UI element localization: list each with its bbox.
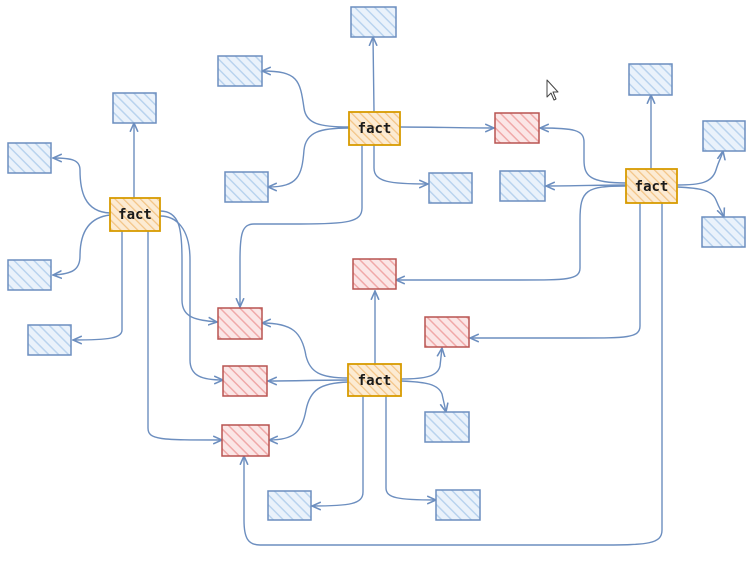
red-left-2[interactable] <box>222 365 268 397</box>
dim-bottom-right[interactable] <box>424 411 470 443</box>
fact-label: fact <box>358 373 392 389</box>
edge-factleft-dim-left-upper <box>53 158 111 214</box>
edge-factleft-red-left-1 <box>159 210 217 322</box>
dim-top-left-down[interactable] <box>224 171 269 203</box>
red-bottom-right[interactable] <box>424 316 470 348</box>
edge-factbottom-red-left-3 <box>269 381 349 440</box>
edge-factbottom-red-left-1 <box>262 323 349 379</box>
dim-right-left[interactable] <box>499 170 546 202</box>
fact-node-top[interactable]: fact <box>348 111 401 146</box>
mouse-pointer-icon <box>546 79 559 101</box>
dim-top-right-down[interactable] <box>428 172 473 204</box>
edge-factright-red-top <box>540 128 627 184</box>
red-mid[interactable] <box>352 258 397 290</box>
edge-facttop-dim-top-left-down <box>268 127 350 187</box>
edge-facttop-dim-top-right-down <box>373 144 428 184</box>
fact-label: fact <box>118 207 152 223</box>
edge-factbottom-dim-bottom-right <box>400 380 446 412</box>
fact-label: fact <box>358 121 392 137</box>
edge-factbottom-dim-bottom-down-right <box>385 395 436 500</box>
edge-factright-dim-right-side-down <box>676 186 724 217</box>
dim-left-mid[interactable] <box>7 259 52 291</box>
edge-facttop-dim-top-left-up <box>262 71 350 128</box>
dim-bottom-down-right[interactable] <box>435 489 481 521</box>
dim-left-upper[interactable] <box>7 142 52 174</box>
red-left-1[interactable] <box>217 307 263 340</box>
edge-factright-red-left-3 <box>244 202 663 546</box>
edge-facttop-dim-top-up <box>373 37 374 112</box>
edge-factright-red-mid <box>396 185 627 280</box>
fact-label: fact <box>635 179 669 195</box>
red-left-3[interactable] <box>221 424 270 457</box>
edge-factright-dim-right-side-up <box>676 151 723 186</box>
dim-left-top[interactable] <box>112 92 157 124</box>
dim-right-up[interactable] <box>628 63 673 96</box>
edge-facttop-red-left-1 <box>240 144 363 307</box>
edge-factbottom-red-left-2 <box>268 380 349 381</box>
edge-factleft-dim-left-lower <box>73 229 123 340</box>
dim-bottom-down-left[interactable] <box>267 490 312 521</box>
edge-factbottom-red-bottom-right <box>400 348 442 380</box>
dim-top-up[interactable] <box>350 6 397 38</box>
edge-facttop-red-top <box>399 127 494 128</box>
edge-factleft-dim-left-mid <box>53 214 111 275</box>
fact-node-left[interactable]: fact <box>109 197 161 232</box>
dim-right-side-down[interactable] <box>701 216 746 248</box>
red-top[interactable] <box>494 112 540 144</box>
dim-top-left-up[interactable] <box>217 55 263 87</box>
edge-factright-dim-right-left <box>546 185 627 186</box>
edge-factright-red-bottom-right <box>470 202 641 338</box>
dim-right-side-up[interactable] <box>702 120 746 152</box>
edge-factleft-red-left-3 <box>147 230 222 440</box>
edge-factleft-red-left-2 <box>159 215 223 380</box>
fact-node-bottom[interactable]: fact <box>347 363 402 397</box>
fact-node-right[interactable]: fact <box>625 168 678 204</box>
dim-left-lower[interactable] <box>27 324 72 356</box>
edge-factbottom-dim-bottom-down-left <box>312 395 364 506</box>
